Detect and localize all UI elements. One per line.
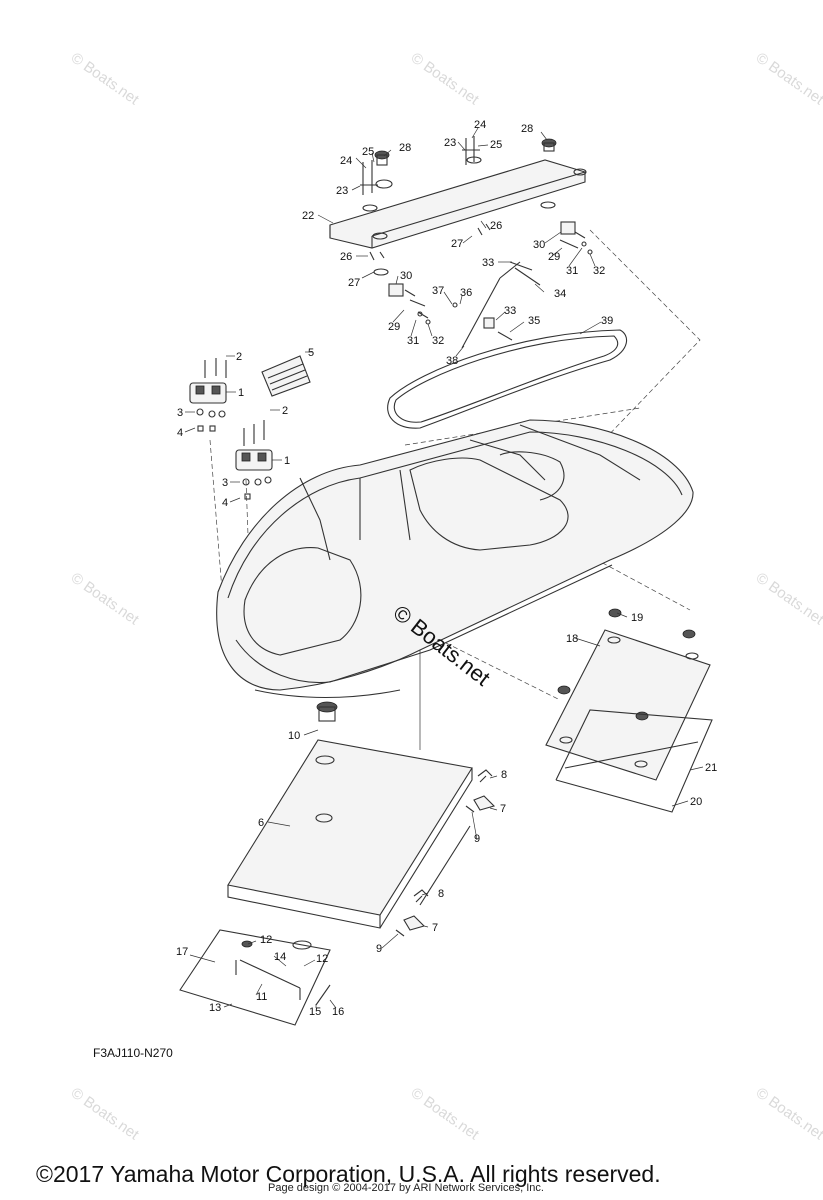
callout-label: 22 (302, 210, 314, 222)
callout-label: 18 (566, 633, 578, 645)
callout-label: 35 (528, 315, 540, 327)
callout-label: 4 (177, 427, 183, 439)
callout-label: 8 (438, 888, 444, 900)
callout-label: 32 (432, 335, 444, 347)
callout-label: 6 (258, 817, 264, 829)
callout-label: 26 (490, 220, 502, 232)
callout-label: 27 (451, 238, 463, 250)
callout-label: 23 (444, 137, 456, 149)
drain-plug-28 (374, 138, 557, 189)
callout-label: 36 (460, 287, 472, 299)
callout-label: 38 (446, 355, 458, 367)
callout-label: 24 (340, 155, 352, 167)
watermark-text: © Boats.net (753, 1084, 823, 1143)
watermark-text: © Boats.net (68, 49, 143, 108)
boat-hull (216, 419, 694, 699)
callout-labels: 2 1 3 4 2 1 3 4 5 22 23 24 25 28 23 24 2… (176, 119, 717, 1018)
callout-label: 4 (222, 497, 228, 509)
callout-label: 5 (308, 347, 314, 359)
callout-label: 37 (432, 285, 444, 297)
callout-label: 25 (362, 146, 374, 158)
callout-label: 2 (236, 351, 242, 363)
watermark-text: © Boats.net (408, 49, 483, 108)
cleat-assembly-upper (189, 358, 227, 432)
callout-label: 12 (316, 953, 328, 965)
callout-label: 23 (336, 185, 348, 197)
hinge-pin-group (360, 136, 491, 276)
seat-cushion-top (329, 156, 587, 249)
cleat-assembly-lower (235, 420, 273, 500)
gas-strut (452, 261, 541, 349)
callout-label: 2 (282, 405, 288, 417)
callout-label: 7 (432, 922, 438, 934)
callout-label: 30 (533, 239, 545, 251)
page-credit: Page design © 2004-2017 by ARI Network S… (268, 1182, 544, 1194)
callout-label: 29 (388, 321, 400, 333)
callout-label: 17 (176, 946, 188, 958)
hatch-lid-right (545, 608, 713, 813)
callout-label: 3 (222, 477, 228, 489)
callout-label: 32 (593, 265, 605, 277)
step-mat (261, 355, 311, 397)
callout-label: 11 (256, 991, 267, 1003)
callout-label: 12 (260, 934, 272, 946)
callout-label: 19 (631, 612, 643, 624)
callout-label: 14 (274, 951, 286, 963)
copyright-notice: ©2017 Yamaha Motor Corporation, U.S.A. A… (36, 1161, 661, 1187)
callout-label: 39 (601, 315, 613, 327)
callout-label: 28 (399, 142, 411, 154)
callout-label: 25 (490, 139, 502, 151)
latch-bracket-left (388, 283, 431, 325)
hatch-lid-lower (179, 701, 473, 1026)
latch-bracket-right (559, 221, 593, 255)
watermark-text: © Boats.net (68, 1084, 143, 1143)
callout-leaders (184, 127, 704, 1009)
callout-label: 3 (177, 407, 183, 419)
callout-label: 1 (238, 387, 244, 399)
callout-label: 31 (407, 335, 419, 347)
callout-label: 7 (500, 803, 506, 815)
callout-label: 13 (209, 1002, 221, 1014)
callout-label: 1 (284, 455, 290, 467)
callout-label: 24 (474, 119, 486, 131)
callout-label: 29 (548, 251, 560, 263)
watermark-text: © Boats.net (753, 569, 823, 628)
callout-label: 26 (340, 251, 352, 263)
callout-label: 8 (501, 769, 507, 781)
watermark-text: © Boats.net (68, 569, 143, 628)
callout-label: 9 (474, 833, 480, 845)
callout-label: 20 (690, 796, 702, 808)
callout-label: 33 (504, 305, 516, 317)
callout-label: 33 (482, 257, 494, 269)
seal-gasket (387, 329, 628, 429)
callout-label: 21 (705, 762, 717, 774)
callout-label: 9 (376, 943, 382, 955)
callout-label: 34 (554, 288, 566, 300)
callout-label: 28 (521, 123, 533, 135)
watermark-text: © Boats.net (408, 1084, 483, 1143)
callout-label: 10 (288, 730, 300, 742)
callout-label: 15 (309, 1006, 321, 1018)
callout-label: 30 (400, 270, 412, 282)
diagram-code: F3AJ110-N270 (93, 1046, 173, 1060)
callout-label: 31 (566, 265, 578, 277)
callout-label: 27 (348, 277, 360, 289)
watermark-text: © Boats.net (753, 49, 823, 108)
callout-label: 16 (332, 1006, 344, 1018)
